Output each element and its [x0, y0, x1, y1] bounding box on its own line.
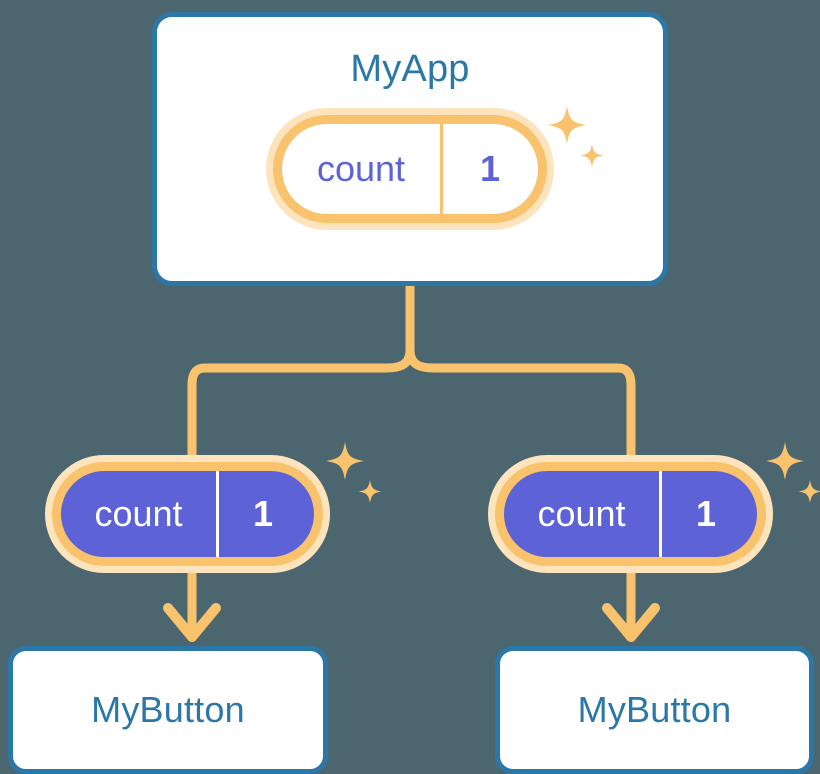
arrowhead-left-icon: [163, 603, 221, 642]
connector-split-to-left-pill: [187, 349, 415, 455]
state-pill-root[interactable]: count 1: [266, 108, 554, 230]
state-pill-root-value: 1: [440, 124, 537, 214]
state-pill-child-right[interactable]: count 1: [488, 455, 773, 573]
state-pill-child-left[interactable]: count 1: [45, 455, 330, 573]
state-pill-child-right-key: count: [537, 493, 626, 534]
component-card-mybutton-right[interactable]: MyButton: [495, 646, 814, 774]
state-pill-child-left-key: count: [94, 493, 183, 534]
state-pill-child-left-value: 1: [216, 471, 307, 557]
state-pill-root-ring: count 1: [273, 115, 547, 223]
state-pill-child-left-ring: count 1: [52, 462, 323, 566]
state-pill-child-right-ring: count 1: [495, 462, 766, 566]
component-title-myapp: MyApp: [350, 48, 470, 90]
arrowhead-right-icon: [602, 603, 660, 642]
connector-split-to-right-pill: [405, 349, 636, 455]
component-card-mybutton-left[interactable]: MyButton: [8, 646, 328, 774]
component-title-mybutton-left: MyButton: [91, 689, 245, 730]
state-pill-root-key: count: [316, 148, 406, 189]
state-pill-child-right-value: 1: [659, 471, 750, 557]
component-title-mybutton-right: MyButton: [577, 689, 732, 730]
